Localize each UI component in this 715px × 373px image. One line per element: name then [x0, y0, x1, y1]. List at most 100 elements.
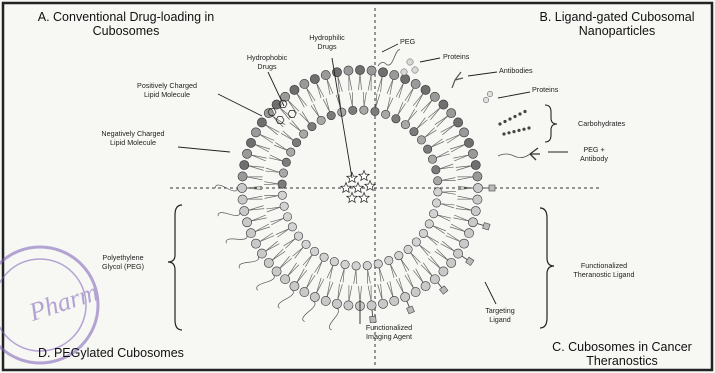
lipid-tail [265, 244, 279, 252]
functionalized-ligand-label: Functionalized Theranostic Ligand [556, 262, 652, 279]
proteins-top-label: Proteins [443, 53, 503, 62]
peg-antibody-label: PEG + Antibody [566, 146, 622, 163]
pos-charged-arrow [218, 94, 262, 116]
lipid-tail [265, 241, 277, 251]
lipid-head-inner [352, 262, 360, 270]
hydrophobic-drugs-label: Hydrophobic Drugs [232, 54, 302, 71]
lipid-tail [428, 107, 440, 117]
antibodies-label: Antibodies [499, 67, 559, 76]
lipid-tail [419, 245, 430, 254]
lipid-head-outer [430, 275, 439, 284]
peg-label: PEG [400, 38, 440, 47]
lipid-tail [293, 247, 304, 256]
lipid-head-inner [320, 253, 328, 261]
peg-chain [303, 301, 315, 321]
lipid-tail [364, 92, 366, 106]
lipid-head-outer [332, 299, 341, 308]
lipid-head-outer [251, 128, 260, 137]
lipid-tail [297, 93, 307, 105]
lipid-head-outer [464, 138, 473, 147]
lipid-tail [430, 107, 440, 119]
lipid-head-inner [385, 256, 393, 264]
lipid-head-inner [410, 127, 418, 135]
lipid-tail [251, 155, 267, 158]
lipid-head-inner [302, 240, 310, 248]
lipid-head-inner [429, 209, 437, 217]
peg-arrow [382, 44, 398, 52]
lipid-head-inner [423, 145, 431, 153]
proteins-top-arrow [420, 58, 440, 62]
hydrophilic-drug [353, 183, 363, 193]
lipid-tail [297, 269, 305, 283]
lipid-head-outer [411, 79, 420, 88]
lipid-tail [349, 75, 352, 91]
lipid-head-inner [349, 106, 357, 114]
lipid-head-outer [447, 258, 456, 267]
lipid-head-inner [327, 111, 335, 119]
lipid-tail [454, 215, 469, 221]
proteins-right-label: Proteins [532, 86, 592, 95]
protein-blob [412, 67, 418, 73]
lipid-tail [453, 155, 469, 158]
lipid-head-outer [421, 85, 430, 94]
quadrant-b-title: B. Ligand-gated Cubosomal Nanoparticles [522, 10, 712, 38]
lipid-head-outer [468, 218, 477, 227]
lipid-head-inner [292, 138, 300, 146]
lipid-tail [454, 155, 469, 161]
lipid-head-inner [330, 257, 338, 265]
lipid-head-inner [374, 260, 382, 268]
ligand-head [370, 316, 377, 323]
lipid-tail [251, 155, 266, 161]
lipid-head-outer [430, 92, 439, 101]
lipid-head-inner [432, 166, 440, 174]
svg-text:Pharm: Pharm [25, 277, 102, 327]
lipid-tail [453, 218, 469, 221]
lipid-head-inner [282, 158, 290, 166]
lipid-head-outer [238, 172, 247, 181]
carbohydrate-bead [512, 130, 515, 133]
lipid-head-outer [355, 65, 364, 74]
lipid-tail [437, 215, 451, 218]
lipid-tail [251, 218, 267, 221]
peg-antibody-shape [530, 148, 540, 160]
peg-chain [218, 212, 240, 216]
lipid-head-inner [363, 261, 371, 269]
lipid-tail [390, 79, 393, 95]
lipid-head-inner [395, 251, 403, 259]
lipid-head-outer [242, 218, 251, 227]
proteins-right-arrow [498, 92, 530, 98]
lipid-head-outer [281, 275, 290, 284]
negatively-charged-label: Negatively Charged Lipid Molecule [78, 130, 188, 147]
lipid-tail [359, 286, 361, 302]
lipid-tail [416, 93, 424, 107]
lipid-tail [442, 241, 454, 251]
lipid-head-outer [378, 299, 387, 308]
lipid-tail [300, 113, 310, 123]
lipid-head-outer [281, 92, 290, 101]
lipid-head-outer [272, 100, 281, 109]
lipid-head-outer [237, 183, 246, 192]
lipid-tail [356, 270, 357, 284]
lipid-head-inner [288, 223, 296, 231]
lipid-head-inner [294, 232, 302, 240]
lipid-tail [264, 182, 278, 184]
lipid-head-outer [447, 109, 456, 118]
carbohydrate-bead [523, 110, 526, 113]
lipid-head-outer [411, 287, 420, 296]
lipid-head-outer [310, 292, 319, 301]
peg-surface [378, 50, 400, 66]
lipid-head-outer [246, 138, 255, 147]
lipid-tail [297, 93, 305, 107]
protein-blob [487, 91, 493, 97]
hydrophilic-drugs-label: Hydrophilic Drugs [292, 34, 362, 51]
lipid-head-outer [464, 229, 473, 238]
lipid-head-inner [404, 245, 412, 253]
lipid-tail [387, 79, 393, 94]
lipid-head-outer [471, 160, 480, 169]
lipid-tail [430, 256, 440, 268]
antibodies-arrow [468, 72, 497, 76]
hydrophilic-drug [347, 193, 357, 203]
ligand-head [483, 223, 490, 230]
protein-blob [483, 97, 489, 103]
